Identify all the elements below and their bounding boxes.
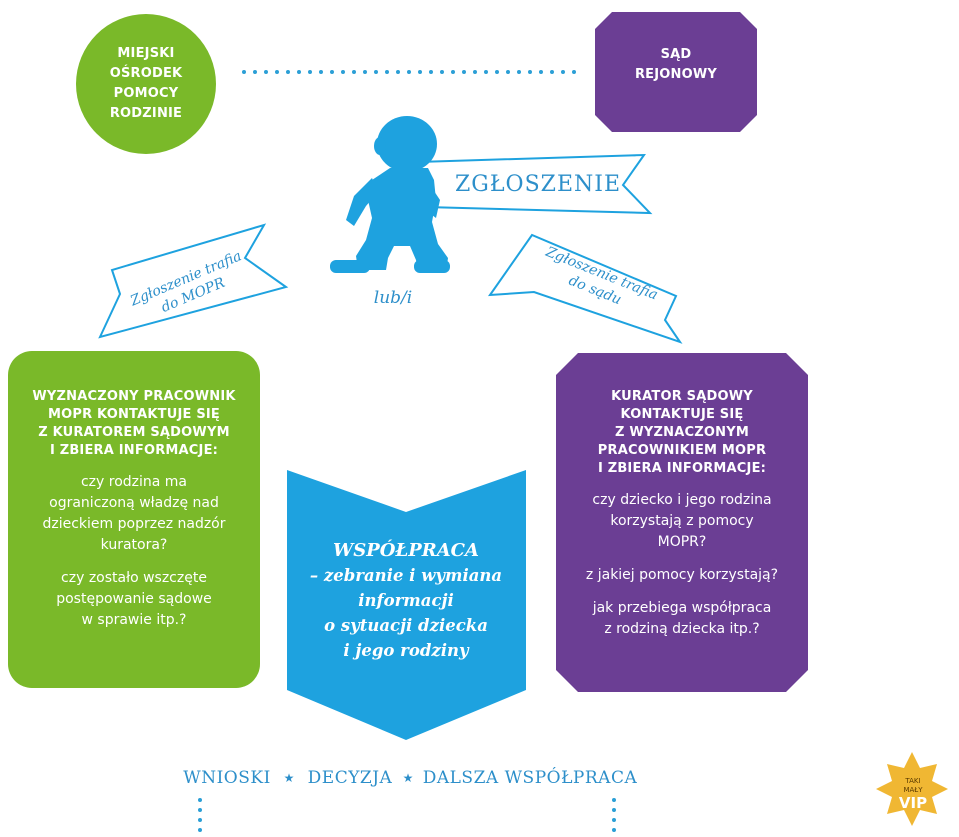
bottom-decision: DECYZJA <box>308 768 393 788</box>
right-box-question-3: jak przebiega współpraca z rodziną dziec… <box>592 600 772 637</box>
left-box-question-1: czy rodzina ma ograniczoną władzę nad dz… <box>42 474 226 553</box>
right-box-content: KURATOR SĄDOWY KONTAKTUJE SIĘ Z WYZNACZO… <box>560 388 804 640</box>
baby-silhouette <box>330 116 450 273</box>
or-label: lub/i <box>374 288 412 308</box>
mops-circle <box>76 14 216 154</box>
left-box-heading: WYZNACZONY PRACOWNIK MOPR KONTAKTUJE SIĘ… <box>32 389 236 458</box>
left-green-box <box>8 351 260 688</box>
bottom-star-2-icon: ★ <box>403 771 414 785</box>
left-box-question-2: czy zostało wszczęte postępowanie sądowe… <box>56 570 212 628</box>
bottom-further-cooperation: DALSZA WSPÓŁPRACA <box>423 767 638 788</box>
logo-line-2: MAŁY <box>903 786 923 794</box>
logo-line-3: VIP <box>899 794 927 812</box>
bottom-conclusions: WNIOSKI <box>183 768 271 788</box>
court-label: SĄD REJONOWY <box>634 47 718 82</box>
right-purple-box <box>556 353 808 692</box>
right-box-question-2: z jakiej pomocy korzystają? <box>585 567 779 583</box>
bottom-star-1-icon: ★ <box>284 771 295 785</box>
right-box-question-1: czy dziecko i jego rodzina korzystają z … <box>592 492 772 550</box>
logo-line-1: TAKI <box>904 777 920 785</box>
center-chevron <box>287 470 526 740</box>
center-cooperation-text: WSPÓŁPRACA – zebranie i wymiana informac… <box>309 540 503 660</box>
left-ribbon <box>98 223 289 339</box>
right-box-heading: KURATOR SĄDOWY KONTAKTUJE SIĘ Z WYZNACZO… <box>597 389 767 476</box>
mops-label: MIEJSKI OŚRODEK POMOCY RODZINIE <box>109 46 183 121</box>
logo-star-icon <box>876 752 948 826</box>
right-ribbon <box>487 233 683 344</box>
report-label: ZGŁOSZENIE <box>455 172 621 197</box>
court-octagon <box>595 12 757 132</box>
left-box-content: WYZNACZONY PRACOWNIK MOPR KONTAKTUJE SIĘ… <box>14 388 254 631</box>
